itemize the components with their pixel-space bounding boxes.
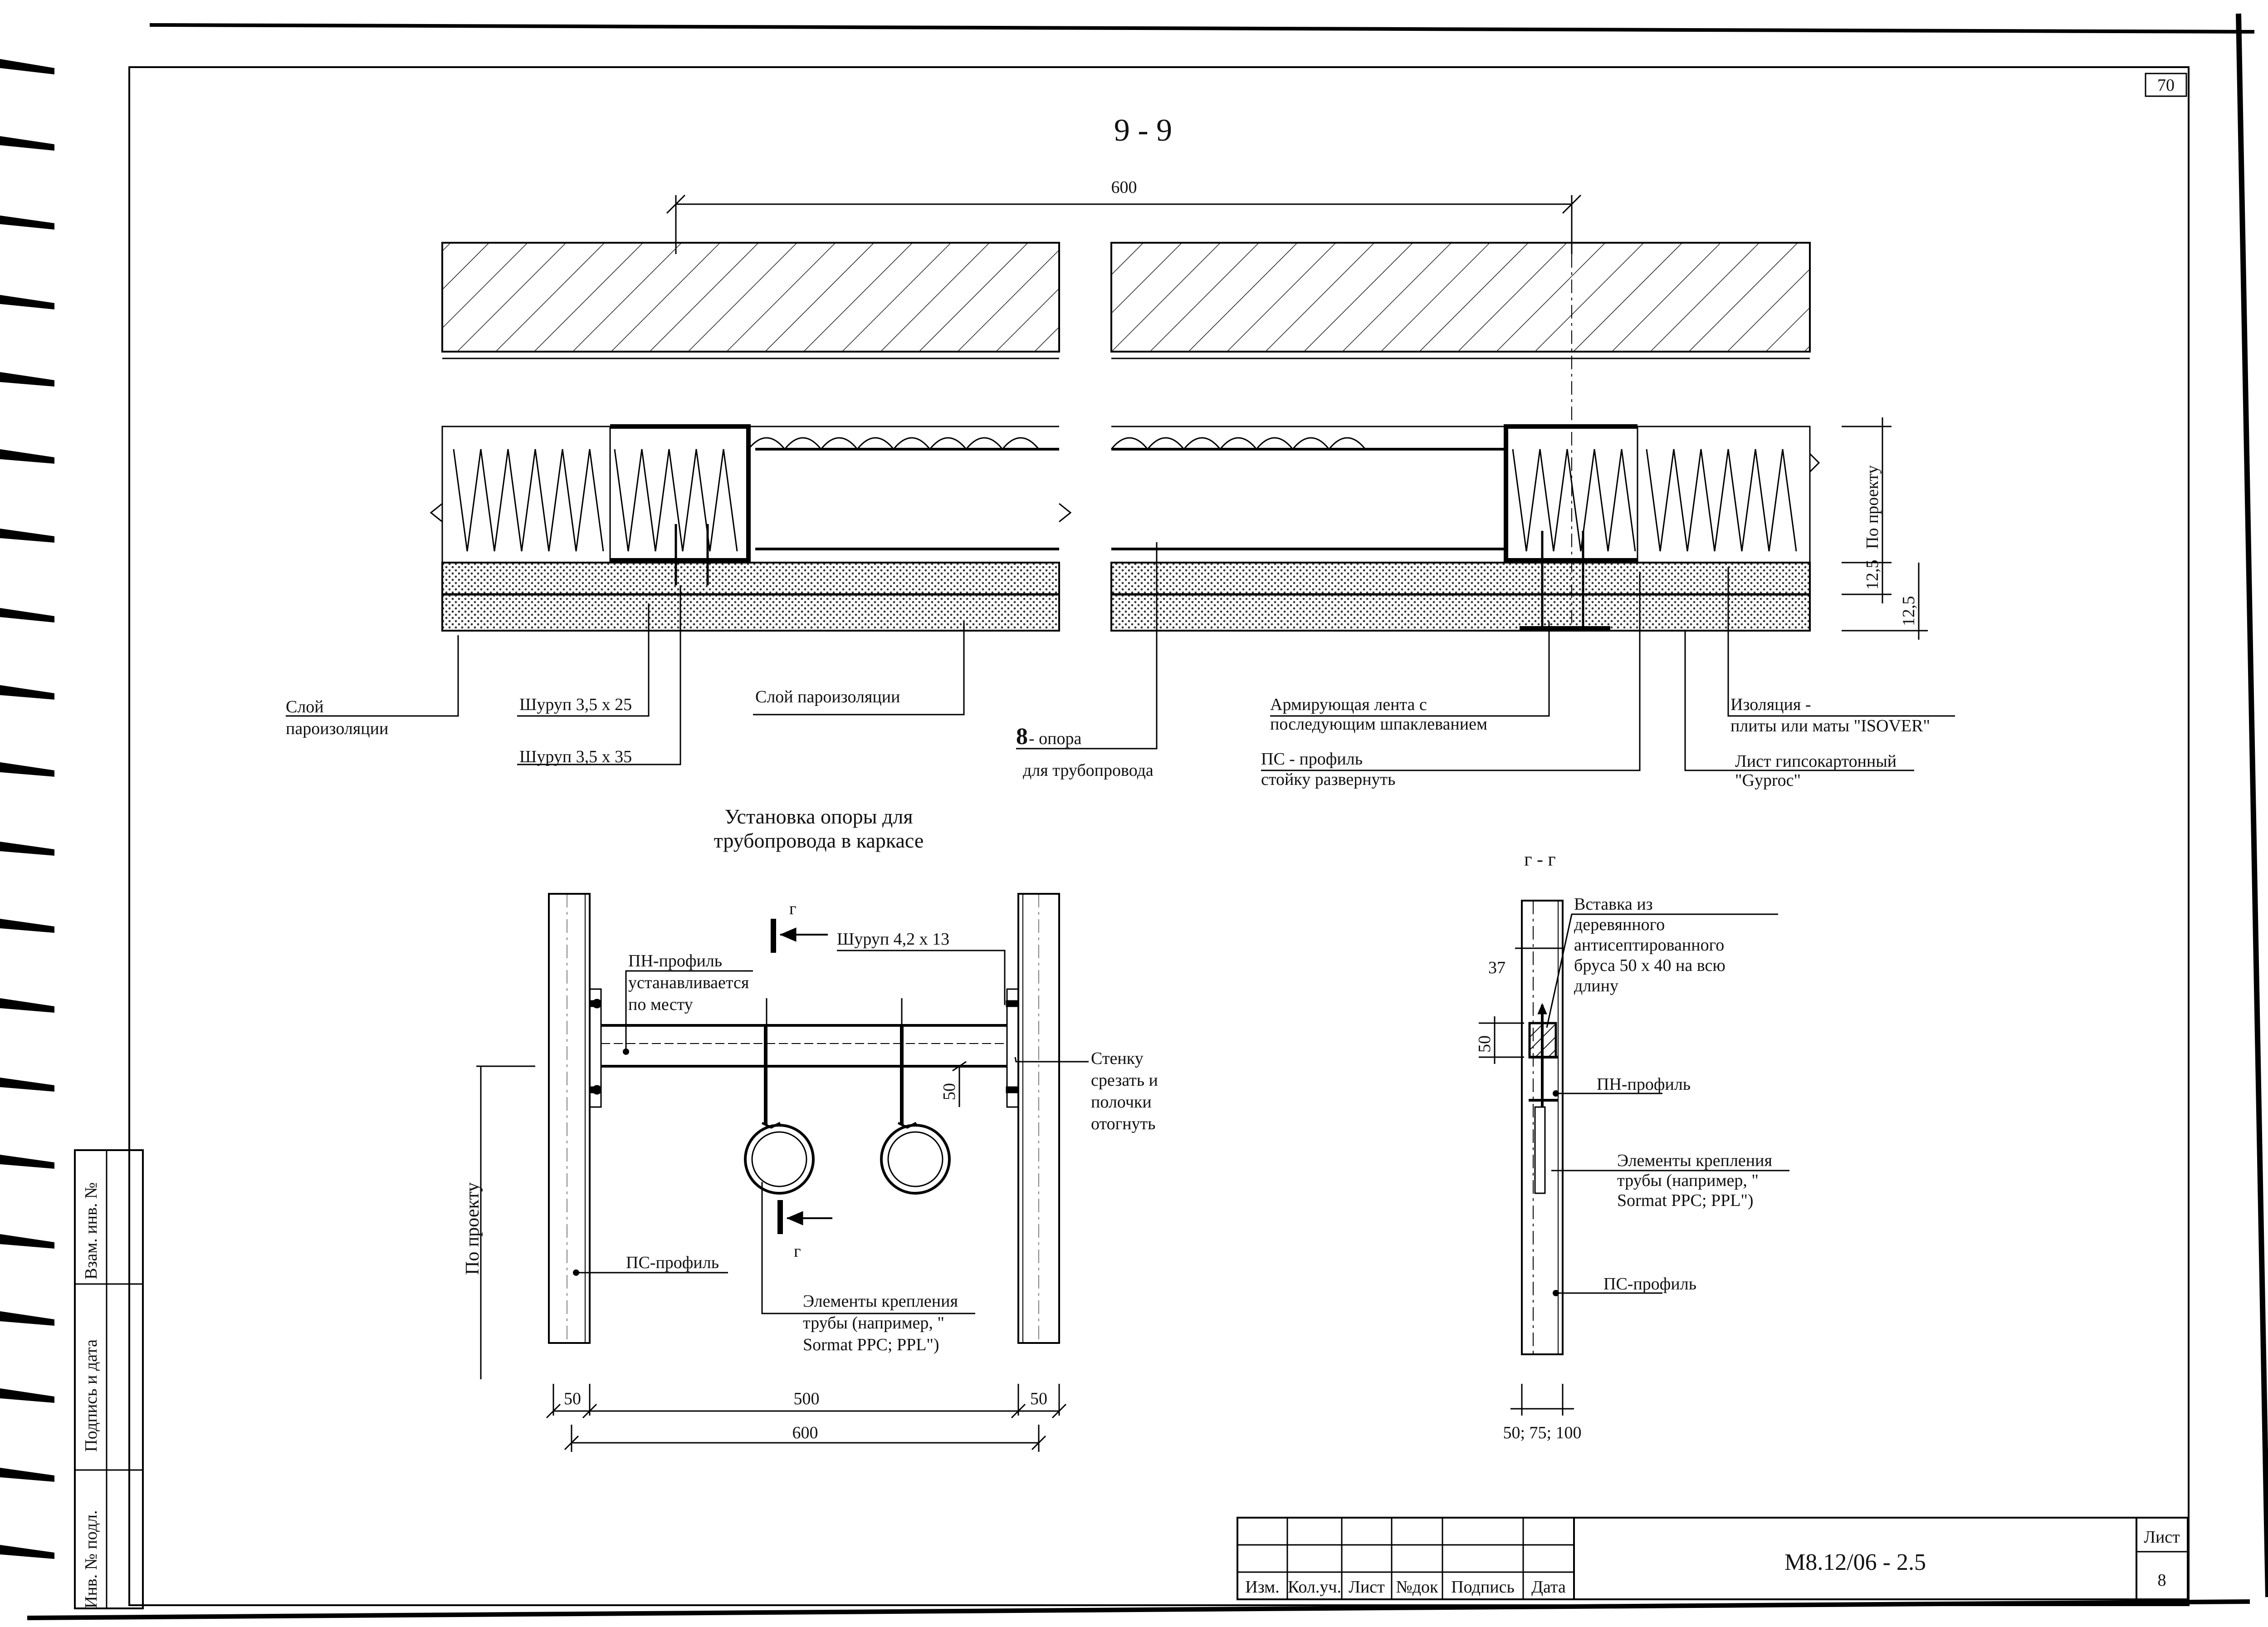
insert-label-3: антисептированного	[1574, 936, 1724, 955]
left-stamp: Взам. инв. № Подпись и дата Инв. № подл.	[74, 1149, 144, 1609]
dim-50-vertical: 50	[940, 1083, 959, 1100]
dimension-right-vertical	[1842, 417, 1928, 640]
dim-37: 37	[1488, 958, 1505, 977]
wall-cut-2: срезать и	[1091, 1071, 1158, 1090]
fixings-label-1: Элементы крепления	[803, 1292, 958, 1311]
fixings-label-2: трубы (например, "	[803, 1313, 944, 1333]
dim-po-proektu-right: По проекту	[1863, 465, 1882, 549]
stamp-replacement-inv: Взам. инв. №	[82, 1182, 101, 1279]
callout-vapor-left-2: пароизоляции	[286, 719, 388, 738]
tb-col-izm: Изм.	[1245, 1578, 1279, 1597]
binding-marks	[0, 59, 54, 1559]
dim-600-top: 600	[1111, 178, 1137, 197]
ps-profile-label: ПС-профиль	[626, 1253, 719, 1272]
insert-label-4: бруса 50 х 40 на всю	[1574, 956, 1725, 975]
section-g-width-dim: 50; 75; 100	[1503, 1423, 1581, 1442]
tb-col-kol: Кол.уч.	[1288, 1578, 1341, 1597]
sheet-frame	[27, 13, 2268, 1620]
callout-tape-2: последующим шпаклеванием	[1270, 715, 1487, 734]
cut-marker-top	[771, 919, 828, 953]
sheet-label: Лист	[2144, 1528, 2180, 1547]
pn-leader-dot	[623, 1049, 629, 1055]
callout-gypsum-2: "Gyproc"	[1735, 771, 1801, 790]
dim-12-5-a: 12,5	[1863, 560, 1882, 590]
installation-leaders	[476, 950, 1089, 1314]
tb-col-podpis: Подпись	[1451, 1578, 1515, 1597]
callout-screw-25: Шуруп 3,5 х 25	[519, 695, 632, 714]
section-g-fix-3: Sormat PPC; PPL")	[1617, 1191, 1754, 1210]
title-block	[1237, 1517, 2189, 1600]
title-block-labels: Изм. Кол.уч. Лист №док Подпись Дата М8.1…	[1245, 1528, 2180, 1597]
callout-vapor-left-1: Слой	[286, 697, 324, 716]
section-9-callouts: Слой пароизоляции Шуруп 3,5 х 25 Шуруп 3…	[286, 687, 1930, 790]
installation-title-1: Установка опоры для	[725, 805, 913, 828]
stamp-original-inv: Инв. № подл.	[82, 1510, 101, 1608]
section-g-leaders	[1479, 913, 1789, 1416]
pn-label-2: устанавливается	[628, 973, 749, 992]
tb-col-ndok: №док	[1396, 1578, 1438, 1597]
section-g-fix-1: Элементы крепления	[1617, 1151, 1772, 1170]
wall-cut-4: отогнуть	[1091, 1114, 1155, 1133]
dim-600-bottom: 600	[792, 1423, 818, 1442]
dim-500: 500	[794, 1389, 820, 1408]
corner-page-number: 70	[2145, 73, 2187, 97]
dim-po-proektu-left: По проекту	[462, 1182, 483, 1275]
pn-label-1: ПН-профиль	[628, 951, 722, 970]
callout-ps-2: стойку развернуть	[1261, 770, 1395, 789]
section-g-pn-dot	[1553, 1090, 1559, 1097]
corner-page-number-text: 70	[2157, 76, 2175, 95]
wall-cut-3: полочки	[1091, 1093, 1152, 1112]
callout-support-2: для трубопровода	[1023, 761, 1154, 780]
section-9-leaders	[286, 542, 1955, 771]
installation-title-2: трубопровода в каркасе	[714, 829, 924, 852]
installation-callouts: Шуруп 4,2 х 13 ПН-профиль устанавливаетс…	[626, 930, 1158, 1354]
wall-cut-1: Стенку	[1091, 1049, 1144, 1068]
tb-col-data: Дата	[1531, 1578, 1566, 1597]
section-g-pn-label: ПН-профиль	[1597, 1075, 1691, 1094]
section-9-title: 9 - 9	[1114, 113, 1172, 148]
callout-insulation-1: Изоляция -	[1730, 695, 1811, 714]
insert-label-1: Вставка из	[1574, 895, 1653, 914]
callout-vapor-mid: Слой пароизоляции	[755, 687, 900, 706]
stamp-signature-date: Подпись и дата	[82, 1339, 101, 1452]
wall-panel-right	[1110, 242, 1820, 632]
screw-42-label: Шуруп 4,2 х 13	[837, 930, 949, 949]
dim-50-g: 50	[1475, 1035, 1494, 1053]
dim-50-right: 50	[1030, 1389, 1047, 1408]
section-g-title: г - г	[1524, 849, 1555, 870]
document-code: М8.12/06 - 2.5	[1784, 1549, 1926, 1575]
wall-panel-left	[430, 242, 1072, 632]
callout-support-1: - опора	[1029, 729, 1081, 748]
sheet-number: 8	[2158, 1571, 2166, 1590]
dim-50-left: 50	[564, 1389, 581, 1408]
cut-mark-top: г	[789, 899, 797, 918]
section-g-drawing	[1521, 900, 1564, 1355]
callout-insulation-2: плиты или маты "ISOVER"	[1730, 716, 1930, 735]
insert-label-2: деревянного	[1574, 915, 1665, 934]
section-g-ps-label: ПС-профиль	[1603, 1274, 1696, 1294]
ps-leader-dot	[573, 1269, 579, 1276]
insert-label-5: длину	[1574, 976, 1618, 995]
callout-ps-1: ПС - профиль	[1261, 750, 1363, 769]
callout-tape-1: Армирующая лента с	[1270, 695, 1427, 714]
cut-marker-bottom	[777, 1200, 832, 1234]
pn-label-3: по месту	[628, 995, 693, 1014]
section-g-callouts: Вставка из деревянного антисептированног…	[1475, 895, 1772, 1442]
cut-mark-bottom: г	[794, 1242, 801, 1261]
tb-col-list: Лист	[1349, 1578, 1385, 1597]
installation-drawing	[548, 893, 1060, 1344]
section-g-fix-2: трубы (например, "	[1617, 1171, 1759, 1190]
callout-gypsum-1: Лист гипсокартонный	[1735, 752, 1897, 771]
callout-screw-35: Шуруп 3,5 х 35	[519, 747, 632, 766]
fixings-label-3: Sormat PPC; PPL")	[803, 1335, 939, 1354]
dim-12-5-b: 12,5	[1899, 596, 1918, 627]
section-g-ps-dot	[1553, 1290, 1559, 1296]
installation-dimensions	[480, 1061, 1067, 1452]
installation-screws	[589, 999, 1018, 1095]
callout-support-number: 8	[1016, 724, 1028, 750]
